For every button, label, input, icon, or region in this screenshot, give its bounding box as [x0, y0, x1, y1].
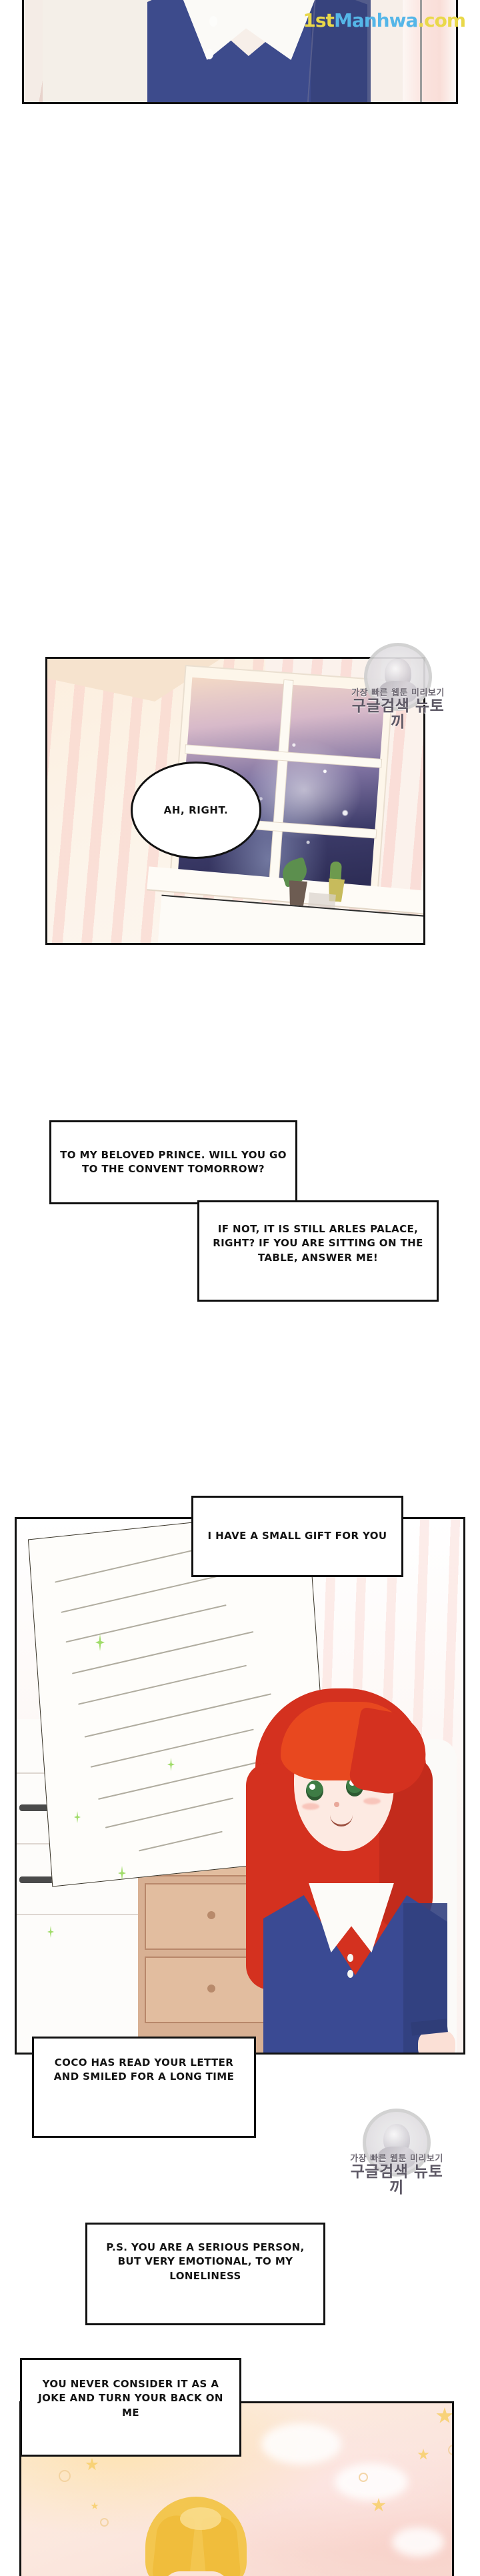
handwriting-line: [139, 1830, 223, 1852]
caption-box-2: IF NOT, IT IS STILL ARLES PALACE, RIGHT?…: [197, 1200, 439, 1302]
star-icon: [91, 2502, 99, 2509]
shirt-shading: [311, 0, 371, 102]
comic-panel-girl-reading-letter: [15, 1517, 465, 2055]
wall-right: [403, 0, 456, 102]
panel-edge-line: [420, 0, 422, 102]
caption-text-1: TO MY BELOVED PRINCE. WILL YOU GO TO THE…: [60, 1148, 287, 1175]
shirt-button-1: [209, 16, 217, 27]
caption-box-6: YOU NEVER CONSIDER IT AS A JOKE AND TURN…: [20, 2358, 241, 2457]
handwriting-line: [71, 1631, 254, 1674]
sparkle-icon: [74, 1811, 81, 1823]
drawer-seam-3: [17, 1914, 177, 1915]
bubble-dot: [448, 2445, 452, 2455]
handwriting-line: [90, 1728, 254, 1768]
soft-cloud: [392, 2527, 444, 2557]
caption-text-3: I HAVE A SMALL GIFT FOR YOU: [207, 1530, 387, 1542]
shirt-button-2: [205, 49, 213, 59]
caption-box-5: P.S. YOU ARE A SERIOUS PERSON, BUT VERY …: [85, 2223, 325, 2325]
blush-left: [302, 1803, 319, 1810]
hair-highlight: [180, 2507, 221, 2530]
cabinet-knob-2: [207, 1911, 215, 1919]
caption-box-4: COCO HAS READ YOUR LETTER AND SMILED FOR…: [32, 2037, 256, 2138]
caption-box-1: TO MY BELOVED PRINCE. WILL YOU GO TO THE…: [49, 1120, 297, 1204]
handwriting-line: [78, 1664, 247, 1705]
dress-button-1: [347, 1954, 353, 1962]
cabinet-knob-3: [207, 1985, 215, 1993]
watermark-part-1: 1st: [303, 9, 335, 31]
comic-panel-boy-torso: [22, 0, 458, 104]
sparkle-icon: [47, 1926, 54, 1938]
bubble-dot: [59, 2470, 71, 2482]
smiling-mouth: [330, 1815, 353, 1826]
watermark-part-3: .com: [417, 9, 466, 31]
watermark-part-2: Manhwa: [333, 9, 418, 31]
eye-left: [306, 1780, 323, 1800]
korean-watermark-bottom: 가장 빠른 웹툰 미리보기 구글검색 뉴토끼: [347, 2109, 447, 2197]
character-coco-girl: [237, 1683, 457, 2053]
korean-watermark-line-1: 가장 빠른 웹툰 미리보기: [350, 2154, 443, 2164]
handwriting-line: [55, 1546, 205, 1583]
caption-box-3: I HAVE A SMALL GIFT FOR YOU: [191, 1496, 403, 1577]
caption-text-4: COCO HAS READ YOUR LETTER AND SMILED FOR…: [53, 2057, 235, 2083]
handwriting-line: [61, 1572, 233, 1613]
speech-bubble-ah-right: AH, RIGHT.: [131, 762, 261, 859]
site-watermark: 1stManhwa.com: [303, 9, 466, 31]
handwriting-line: [105, 1797, 234, 1828]
blush-right: [363, 1798, 381, 1804]
caption-text-2: IF NOT, IT IS STILL ARLES PALACE, RIGHT?…: [213, 1223, 423, 1264]
watermark-ring-icon: [363, 2109, 431, 2177]
korean-watermark-line-2: 구글검색 뉴토끼: [350, 2163, 443, 2197]
drawer-handle-1: [19, 1804, 54, 1811]
drawer-handle-2: [19, 1876, 54, 1883]
bubble-dot: [359, 2473, 368, 2482]
soft-cloud: [335, 2463, 408, 2501]
bubble-dot: [100, 2518, 109, 2527]
dress-button-2: [347, 1970, 353, 1978]
nose: [334, 1802, 339, 1807]
caption-text-5: P.S. YOU ARE A SERIOUS PERSON, BUT VERY …: [106, 2241, 305, 2282]
sparkle-icon: [167, 1758, 175, 1771]
speech-bubble-text: AH, RIGHT.: [163, 804, 229, 816]
handwriting-line: [65, 1604, 227, 1643]
caption-text-6: YOU NEVER CONSIDER IT AS A JOKE AND TURN…: [38, 2378, 223, 2419]
soft-cloud: [261, 2423, 341, 2465]
